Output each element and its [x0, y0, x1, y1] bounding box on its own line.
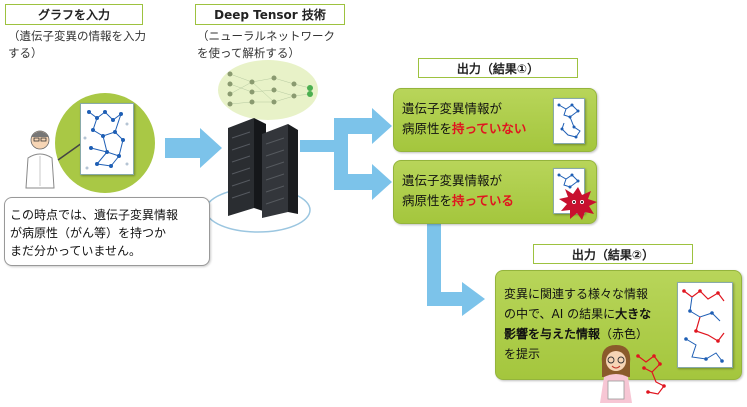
bubble-line-3: まだ分かっていません。: [10, 244, 142, 258]
result1a-line-2-prefix: 病原性を: [402, 121, 453, 136]
result1a-line-1: 遺伝子変異情報が: [402, 101, 503, 116]
speech-bubble: [4, 197, 210, 266]
result1b-line-1: 遺伝子変異情報が: [402, 173, 503, 188]
output2-title: 出力（結果②）: [533, 244, 693, 264]
result2-line-1: 変異に関連する様々な情報: [504, 287, 649, 301]
result2-line-3-suffix: （赤色）: [600, 327, 649, 341]
scientist-illustration: [25, 130, 55, 189]
arrow-input-to-tech: [165, 128, 222, 168]
neural-network-icon: [227, 71, 313, 107]
bubble-line-1: この時点では、遺伝子変異情報: [10, 208, 179, 222]
result1b-highlight: 持っている: [452, 193, 514, 208]
result2-line-2-prefix: の中で、AI の結果に: [504, 307, 616, 321]
result2-line-2: の中で、AI の結果に大きな: [504, 304, 651, 324]
tech-step-title: Deep Tensor 技術: [195, 4, 345, 25]
input-step-desc-1: （遺伝子変異の情報を入力: [8, 29, 146, 43]
input-step-title: グラフを入力: [5, 4, 143, 25]
result1b-line-2-prefix: 病原性を: [402, 193, 453, 208]
highlighted-graph-fragment: [636, 354, 666, 395]
tech-step-desc-1: （ニューラルネットワーク: [197, 29, 335, 43]
bubble-line-2: が病原性（がん等）を持つか: [10, 226, 167, 240]
arrow-to-result1a: [342, 108, 392, 144]
result1b-line-2: 病原性を持っている: [402, 191, 514, 211]
result2-highlight-1: 大きな: [615, 307, 652, 321]
arrow-to-result2: [427, 282, 485, 316]
result2-graph-doc: [677, 282, 733, 368]
result2-highlight-2: 影響を与えた情報: [504, 327, 601, 341]
arrow-to-result1b: [342, 164, 392, 200]
output1-title: 出力（結果①）: [418, 58, 578, 78]
server-rack-icon: [228, 118, 298, 218]
result1a-line-2: 病原性を持っていない: [402, 119, 526, 139]
result2-line-4: を提示: [504, 347, 541, 361]
neural-net-halo: [218, 60, 318, 120]
input-graph-doc: [80, 103, 134, 175]
result1a-highlight: 持っていない: [452, 121, 527, 136]
result2-line-3: 影響を与えた情報（赤色）: [504, 324, 648, 344]
result1a-graph-doc: [553, 98, 585, 144]
pathogen-icon: [559, 187, 597, 220]
researcher-illustration: [600, 345, 632, 403]
tech-step-desc-2: を使って解析する）: [197, 46, 300, 60]
input-step-desc-2: する）: [8, 46, 43, 60]
